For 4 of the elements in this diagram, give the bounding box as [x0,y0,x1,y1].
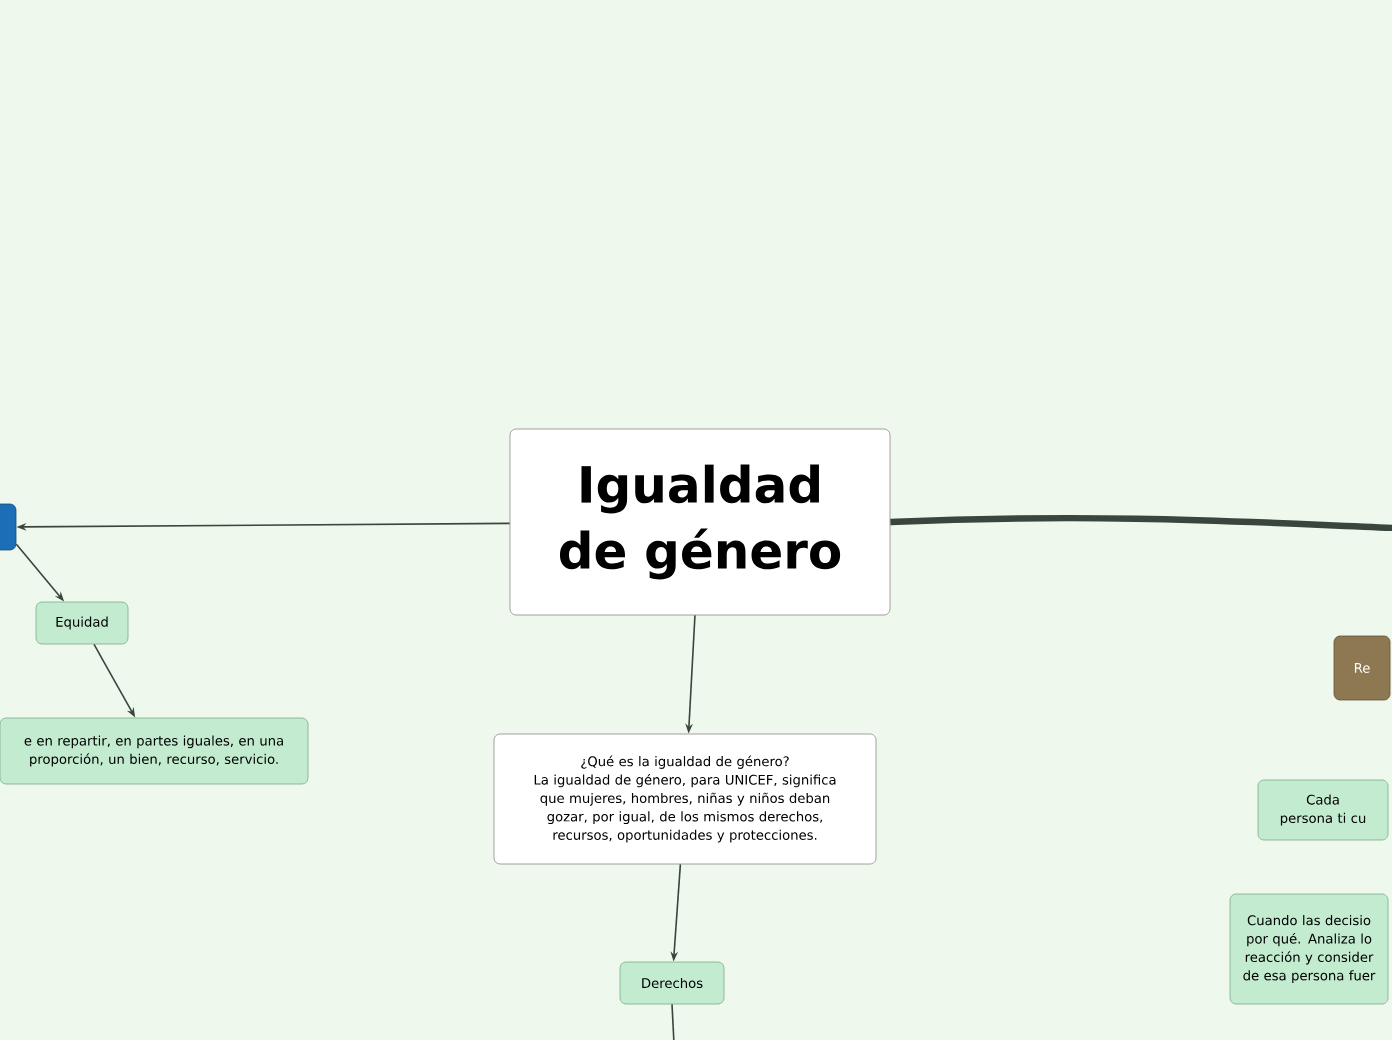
central-topic-box: Igualdad de género [509,428,891,616]
connector [890,514,1392,532]
topic-box [0,503,17,551]
connector [671,1003,675,1040]
